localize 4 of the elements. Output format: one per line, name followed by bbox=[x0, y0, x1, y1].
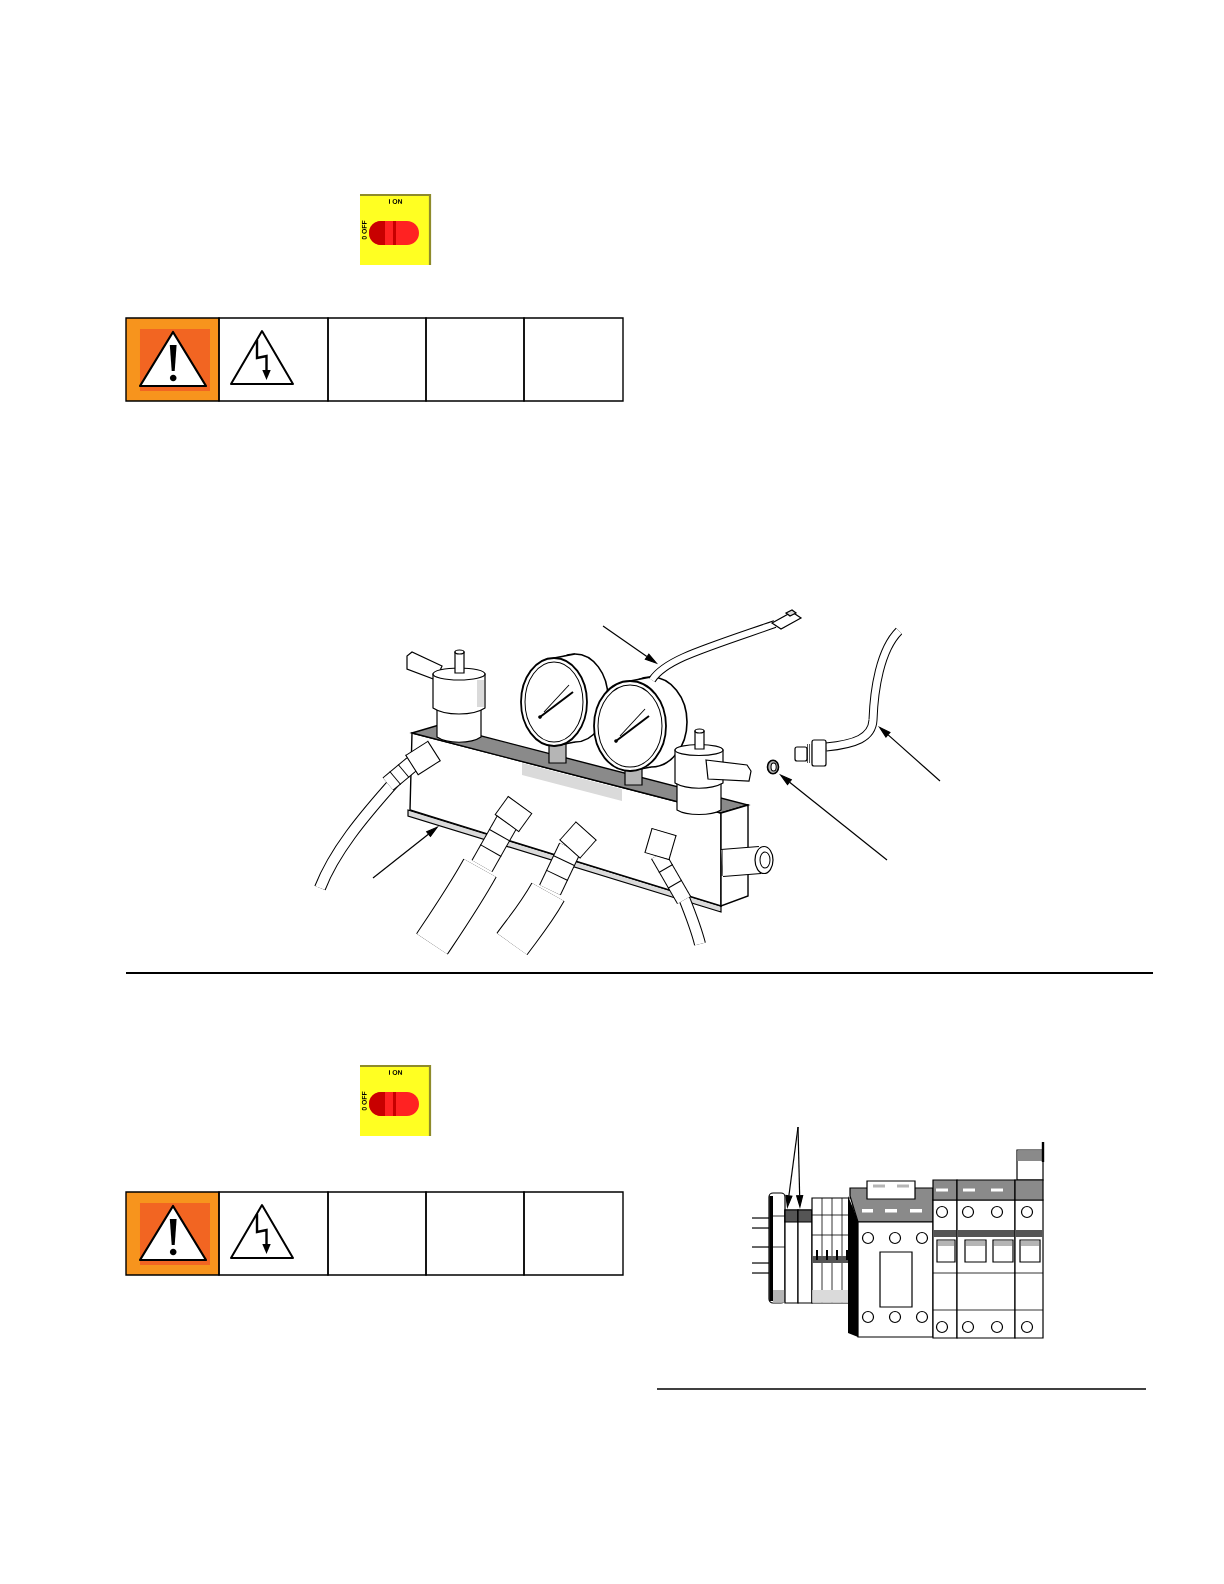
cable-with-plug bbox=[648, 609, 803, 683]
cable-with-fitting bbox=[794, 628, 903, 767]
o-ring bbox=[766, 759, 780, 775]
terminal-block bbox=[797, 1209, 813, 1304]
